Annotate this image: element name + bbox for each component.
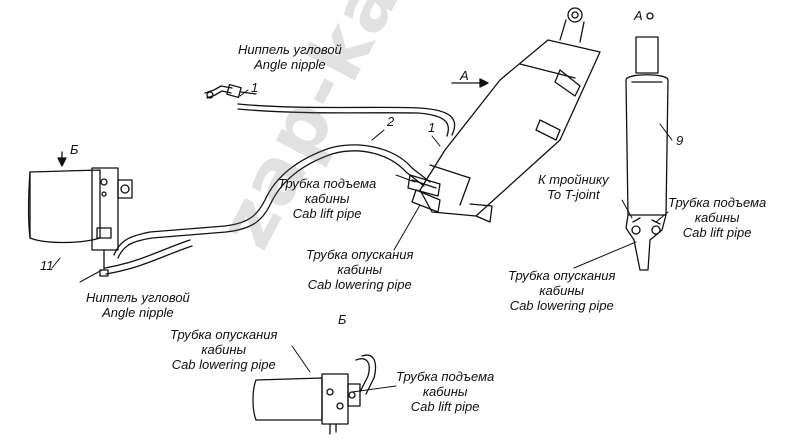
hose-top-inner <box>237 108 449 137</box>
leader-lines <box>51 89 673 393</box>
cylinder-main <box>407 7 601 223</box>
view-arrow-a <box>451 78 489 88</box>
part-number-2: 2 <box>387 114 395 129</box>
view-a-marker <box>646 12 654 20</box>
part-number-11: 11 <box>40 258 54 273</box>
view-a-title: А <box>634 8 643 23</box>
view-a-cylinder <box>625 36 669 271</box>
view-b-pump <box>252 354 377 435</box>
part-number-1-nipple: 1 <box>251 80 259 95</box>
part-number-9: 9 <box>676 133 684 148</box>
pump-tank <box>27 167 133 277</box>
view-b-arrow-letter: Б <box>70 142 79 157</box>
view-arrow-b <box>57 151 67 167</box>
hose-top <box>237 103 456 136</box>
view-b-title: Б <box>338 312 347 327</box>
view-a-arrow-letter: А <box>460 68 469 83</box>
angle-nipple-top <box>204 83 257 99</box>
pipes-long <box>104 144 431 275</box>
part-number-1-cylinder: 1 <box>428 120 436 135</box>
